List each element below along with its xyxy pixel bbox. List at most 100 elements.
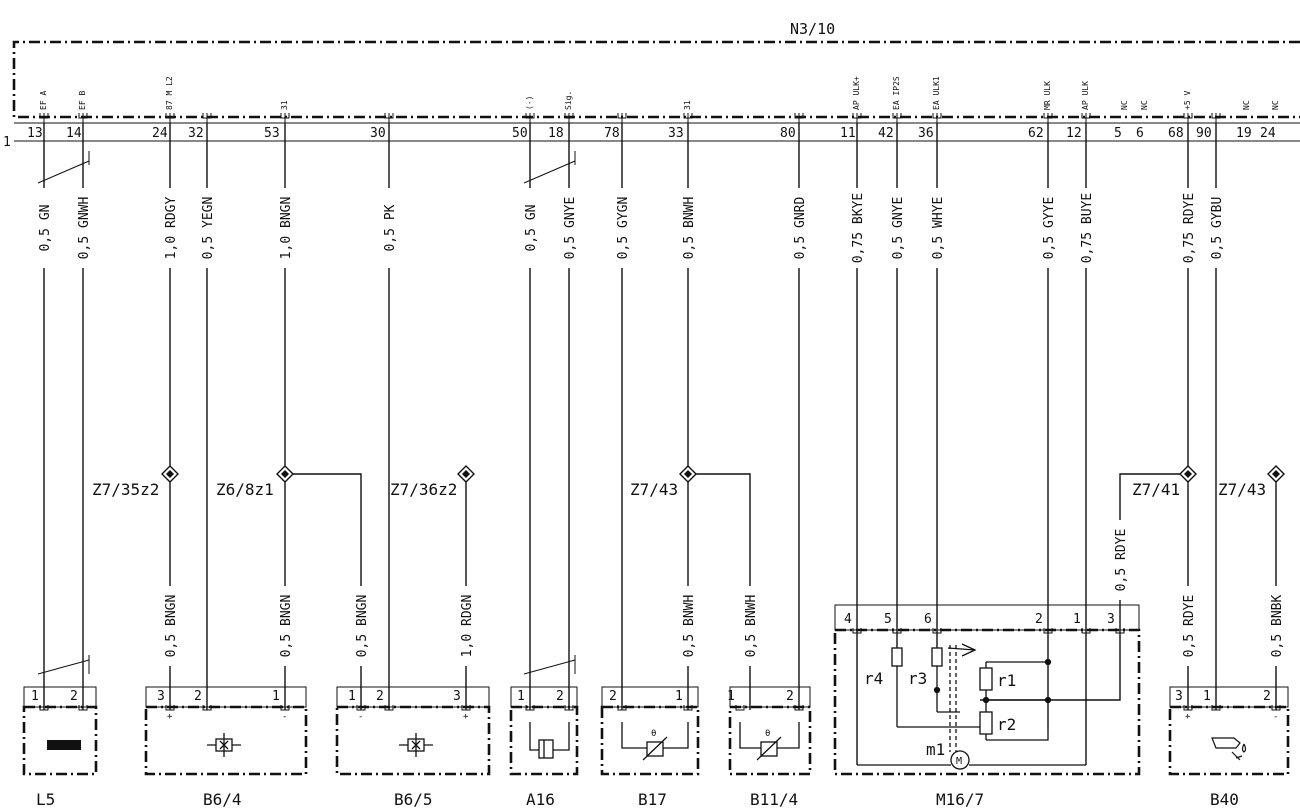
component-pin-number: 3 xyxy=(1175,689,1183,704)
header-pin: 5NC xyxy=(1114,100,1129,141)
component-internals: θ θ xyxy=(47,643,1247,770)
wire-label: 0,5 GN xyxy=(38,205,53,252)
component-pin-number: 2 xyxy=(609,689,617,704)
component-pin-number: 1 xyxy=(517,689,525,704)
m16-7-labels: r4 r3 r1 r2 m1 M xyxy=(864,669,1016,767)
label-r3: r3 xyxy=(908,669,927,688)
component-pin-number: 1 xyxy=(272,689,280,704)
pin-number: 13 xyxy=(27,126,43,141)
component-pin-number: 3 xyxy=(157,689,165,704)
splice-point: Z7/35z2 xyxy=(92,465,179,499)
pin-signal-label: NC xyxy=(1140,100,1149,110)
header-pin: 19 NC xyxy=(1236,100,1252,141)
pin-number: 78 xyxy=(604,126,620,141)
component-pin-number: 2 xyxy=(786,689,794,704)
svg-text:θ: θ xyxy=(651,729,656,739)
component-pin-number: 2 xyxy=(1035,612,1043,627)
b6-4-sensor-symbol xyxy=(207,733,241,757)
pin-number: 30 xyxy=(370,126,386,141)
wire-label: 0,5 BNBK xyxy=(1270,595,1285,658)
pin-signal-label: EF A xyxy=(39,91,48,110)
wire-label: 0,75 BUYE xyxy=(1080,193,1095,263)
splice-label: Z7/35z2 xyxy=(92,480,159,499)
wire-label: 0,5 YEGN xyxy=(201,197,216,260)
label-r2: r2 xyxy=(997,715,1016,734)
pin-signal-label: EA IP2S xyxy=(892,76,901,110)
b6-5-sensor-symbol xyxy=(399,733,433,757)
a16-sensor-symbol xyxy=(529,722,570,759)
polarity-sign: + xyxy=(463,712,469,722)
polarity-sign: - xyxy=(358,712,363,722)
wire-label: 0,5 GYYE xyxy=(1042,197,1057,260)
label-m1: m1 xyxy=(926,740,945,759)
pin-number: 6 xyxy=(1136,126,1144,141)
component-pin-number: 6 xyxy=(924,612,932,627)
component-label: L5 xyxy=(36,790,55,809)
wire-label: 1,0 RDGY xyxy=(164,197,179,260)
header-pin: 68+5 V xyxy=(1168,91,1193,141)
wire-label: 0,5 GNYE xyxy=(891,197,906,260)
module-title: N3/10 xyxy=(790,20,835,38)
connector-side-label: 1 xyxy=(3,135,11,150)
wire-label: 1,0 BNGN xyxy=(279,197,294,260)
component-label: B11/4 xyxy=(750,790,798,809)
wire-label: 0,5 BNWH xyxy=(682,595,697,658)
pin-number: 5 xyxy=(1114,126,1122,141)
wire-label: 0,5 WHYE xyxy=(931,197,946,260)
b17-thermistor-symbol: θ xyxy=(621,722,689,761)
header-pin: 30 xyxy=(370,113,394,141)
wire-label: 0,5 GN xyxy=(524,205,539,252)
pin-signal-label: 87 M L2 xyxy=(165,76,174,110)
pin-number: 32 xyxy=(188,126,204,141)
splice-point: Z7/41 xyxy=(1132,465,1197,499)
splice-label: Z7/43 xyxy=(630,480,678,499)
component-pin-number: 3 xyxy=(453,689,461,704)
header-pin: 50(-) xyxy=(512,96,535,141)
component-pin-number: 1 xyxy=(348,689,356,704)
pin-number: 80 xyxy=(780,126,796,141)
pin-signal-label: NC xyxy=(1242,100,1251,110)
splice-point: Z7/43 xyxy=(630,465,697,499)
header-pin: 32 xyxy=(188,113,212,141)
component-pin-number: 2 xyxy=(194,689,202,704)
component-label: B6/5 xyxy=(394,790,433,809)
splice-label: Z7/41 xyxy=(1132,480,1180,499)
splice-label: Z7/43 xyxy=(1218,480,1266,499)
wire-label: 0,5 GNRD xyxy=(793,197,808,260)
pin-signal-label: 31 xyxy=(280,100,289,110)
wire-label: 0,5 BNGN xyxy=(279,595,294,658)
pin-number: 24 xyxy=(1260,126,1276,141)
component-pin-number: 5 xyxy=(884,612,892,627)
pin-number: 68 xyxy=(1168,126,1184,141)
pin-signal-label: Sig. xyxy=(564,91,573,110)
component-label: B40 xyxy=(1210,790,1239,809)
component-pin-number: 1 xyxy=(1073,612,1081,627)
wire-label: 0,5 GYBU xyxy=(1210,197,1225,260)
l5-coil-symbol xyxy=(47,740,81,750)
wire-label: 0,5 BNWH xyxy=(744,595,759,658)
component-label: A16 xyxy=(526,790,555,809)
wire-label: 0,5 BNGN xyxy=(164,595,179,658)
wire-label: 0,5 RDYE xyxy=(1182,595,1197,658)
pin-number: 19 xyxy=(1236,126,1252,141)
splice-point: Z6/8z1 xyxy=(216,465,294,499)
header-pin: 90 xyxy=(1196,113,1221,141)
component-pin-number: 1 xyxy=(1203,689,1211,704)
pin-number: 90 xyxy=(1196,126,1212,141)
label-r1: r1 xyxy=(997,671,1016,690)
